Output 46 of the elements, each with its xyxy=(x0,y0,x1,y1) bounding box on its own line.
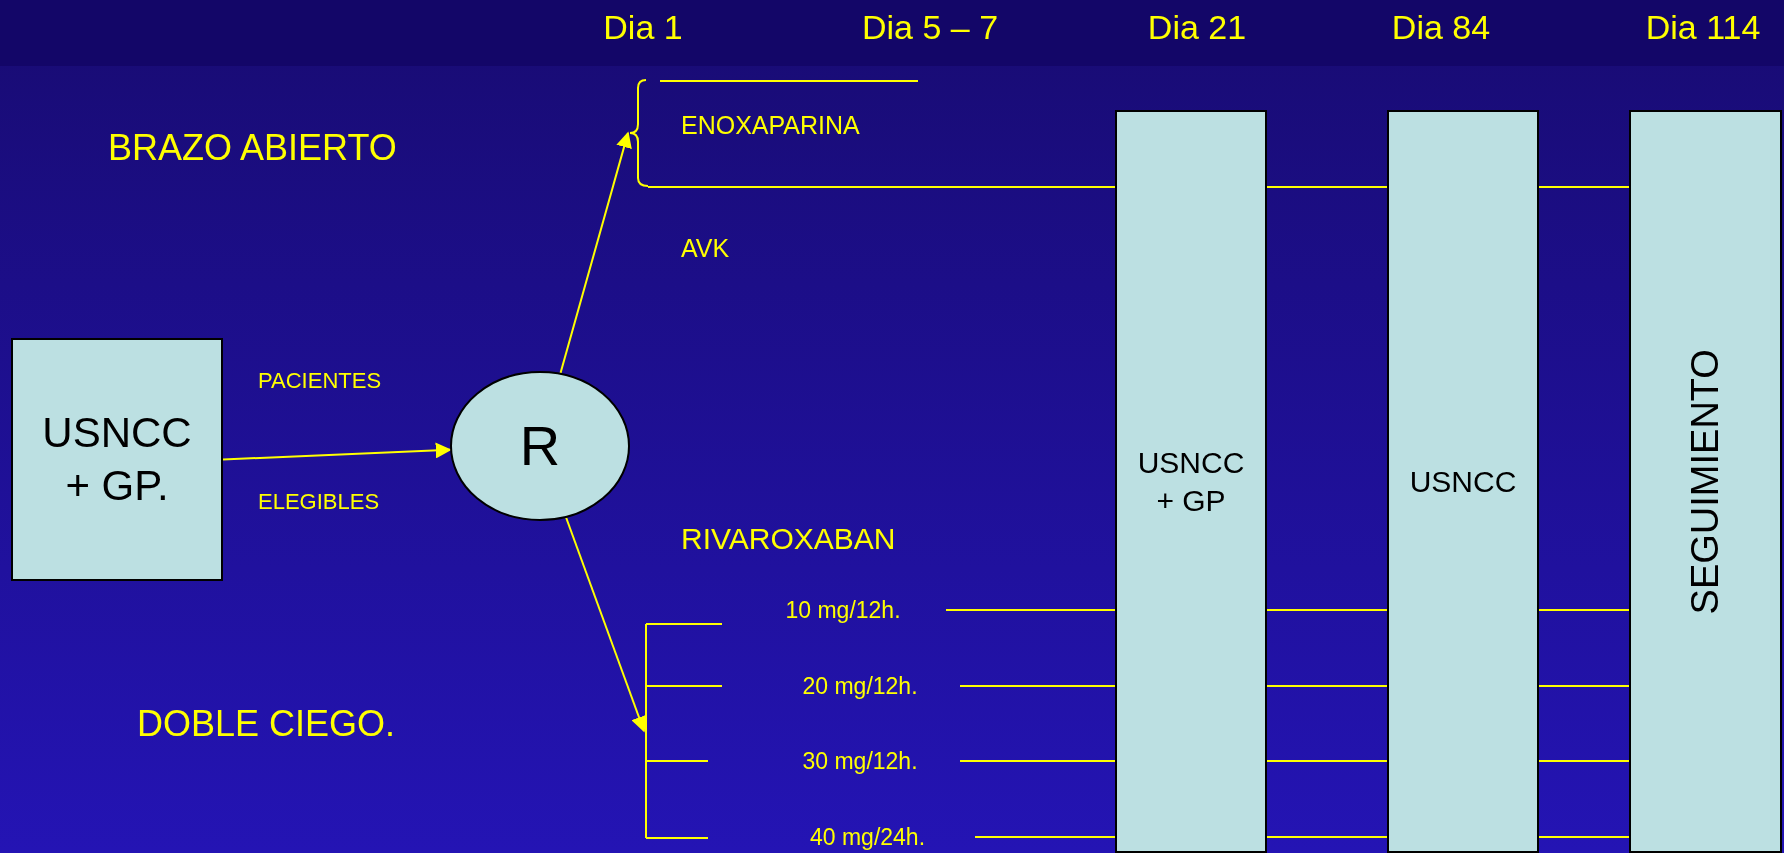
connector-line xyxy=(1538,609,1630,611)
day-label: Dia 1 xyxy=(603,9,683,47)
node-label: R xyxy=(519,413,561,479)
treatment-label: AVK xyxy=(681,235,730,263)
day-label: Dia 114 xyxy=(1645,9,1761,47)
node-label: USNCC + GP xyxy=(1136,445,1246,519)
day-label: Dia 84 xyxy=(1391,9,1491,47)
arm-label: BRAZO ABIERTO xyxy=(108,128,397,168)
connector-line xyxy=(1266,186,1388,188)
arrow xyxy=(559,131,632,374)
treatment-label: RIVAROXABAN xyxy=(681,521,896,555)
day-label: Dia 5 – 7 xyxy=(861,9,999,47)
process-box xyxy=(1629,110,1782,853)
dose-text: 20 mg/12h. xyxy=(802,671,918,701)
connector-line xyxy=(1266,760,1388,762)
connector-line xyxy=(959,685,1116,687)
node-label: USNCC + GP. xyxy=(42,408,192,511)
process-box xyxy=(11,338,223,581)
curly-brace xyxy=(628,78,648,188)
dose-bracket xyxy=(644,622,724,840)
arrow xyxy=(222,442,452,461)
flow-label: PACIENTES xyxy=(258,368,382,394)
connector-line xyxy=(945,609,1116,611)
connector-line xyxy=(1538,186,1630,188)
randomization-ellipse xyxy=(450,371,630,521)
connector-line xyxy=(1538,685,1630,687)
connector-line xyxy=(1538,760,1630,762)
process-box xyxy=(1387,110,1539,853)
dose-text: 30 mg/12h. xyxy=(802,746,918,776)
connector-line xyxy=(959,760,1116,762)
process-box xyxy=(1115,110,1267,853)
dose-text: 10 mg/12h. xyxy=(785,595,901,625)
day-label: Dia 21 xyxy=(1147,9,1247,47)
connector-line xyxy=(1538,836,1630,838)
connector-line xyxy=(1266,609,1388,611)
node-label: USNCC xyxy=(1409,463,1517,500)
connector-line xyxy=(974,836,1116,838)
arm-label: DOBLE CIEGO. xyxy=(137,704,396,744)
connector-line xyxy=(1266,685,1388,687)
node-label: SEGUIMIENTO xyxy=(1682,348,1727,615)
flow-label: ELEGIBLES xyxy=(258,489,380,515)
connector-line xyxy=(1266,836,1388,838)
arrow xyxy=(565,516,647,733)
dose-text: 40 mg/24h. xyxy=(809,822,926,852)
connector-line xyxy=(647,186,1116,188)
treatment-label: ENOXAPARINA xyxy=(681,112,860,140)
